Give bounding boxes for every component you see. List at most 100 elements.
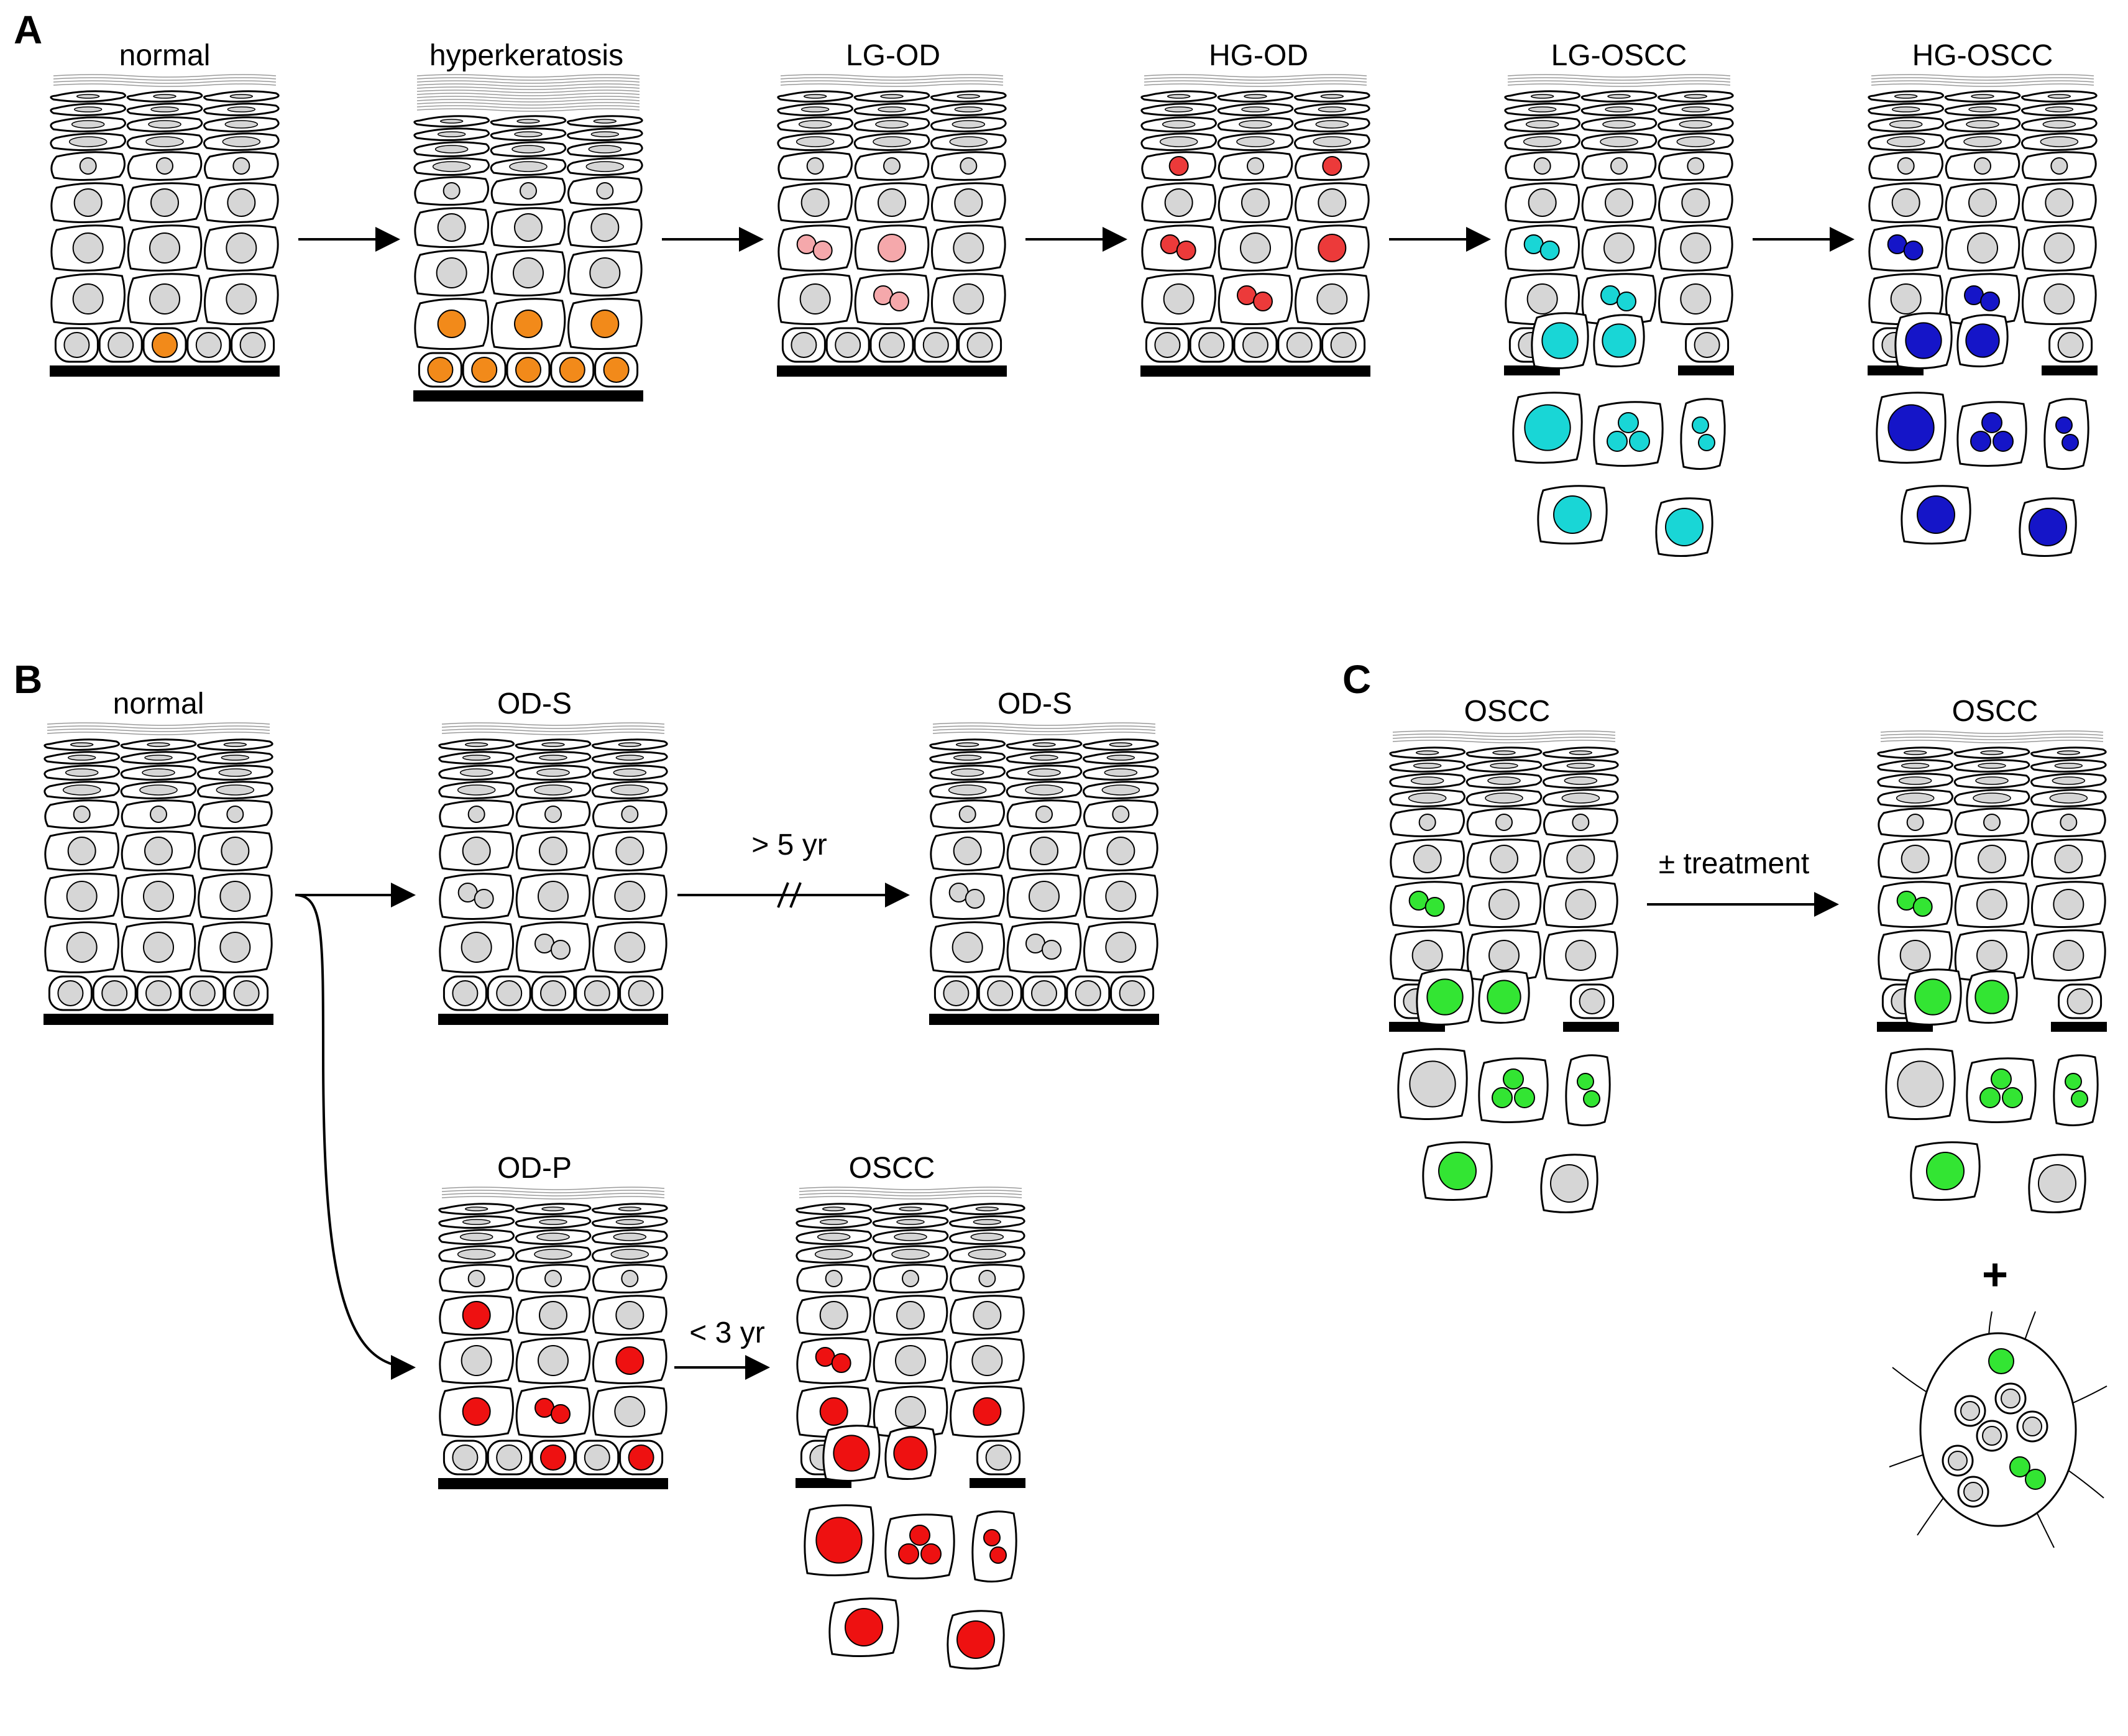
- cell-nucleus: [1241, 188, 1270, 217]
- squamous-nucleus: [2042, 120, 2076, 129]
- stage-title-b-od-p: OD-P: [497, 1152, 572, 1185]
- squamous-nucleus: [1607, 94, 1631, 99]
- tissue-c-oscc-1: [1389, 730, 1619, 1214]
- cell-nucleus: [954, 188, 983, 217]
- cell-nucleus: [2043, 232, 2075, 264]
- invading-nucleus: [833, 1435, 870, 1472]
- squamous-nucleus: [457, 1249, 496, 1260]
- basal-nucleus: [985, 1444, 1012, 1471]
- panel-letter-c: C: [1342, 657, 1371, 702]
- basement-membrane: [2051, 1022, 2107, 1032]
- stage-title-c-oscc-1: OSCC: [1464, 695, 1551, 728]
- cell-nucleus: [149, 232, 180, 264]
- basal-nucleus: [452, 980, 479, 1006]
- cell-nucleus: [67, 837, 96, 865]
- basal-nucleus: [966, 332, 993, 358]
- squamous-nucleus: [2052, 776, 2086, 785]
- squamous-nucleus: [511, 145, 545, 154]
- squamous-nucleus: [1030, 755, 1058, 761]
- atypical-nucleus: [1322, 156, 1342, 176]
- keratin-layer: [1871, 83, 2094, 87]
- cluster-green-nucleus: [1988, 1348, 2014, 1374]
- invading-nucleus: [1426, 978, 1464, 1016]
- squamous-nucleus: [618, 742, 642, 747]
- squamous-nucleus: [817, 1233, 851, 1241]
- keratin-layer: [799, 1196, 1022, 1200]
- squamous-nucleus: [73, 106, 103, 113]
- arrow-b-curve: [295, 894, 416, 1380]
- squamous-nucleus: [1975, 776, 2009, 785]
- squamous-nucleus: [973, 1219, 1002, 1225]
- cell-nucleus: [1967, 232, 1998, 264]
- invading-nucleus: [983, 1529, 1001, 1546]
- cell-nucleus: [467, 806, 485, 823]
- basal-nucleus: [791, 332, 817, 358]
- keratin-layer: [441, 1196, 665, 1200]
- cell-nucleus: [1163, 283, 1195, 315]
- cell-nucleus: [1490, 845, 1518, 873]
- cell-nucleus: [436, 257, 467, 288]
- cluster-green-nucleus: [2025, 1469, 2046, 1490]
- cell-nucleus: [1680, 283, 1712, 315]
- squamous-nucleus: [1569, 750, 1593, 755]
- cell-nucleus: [973, 1301, 1002, 1330]
- squamous-nucleus: [1485, 792, 1523, 804]
- invading-nucleus: [920, 1543, 942, 1564]
- cell-nucleus: [1680, 232, 1712, 264]
- keratin-layer: [1880, 740, 2104, 743]
- invading-nucleus: [1692, 416, 1709, 434]
- cell-nucleus: [1411, 940, 1443, 971]
- basal-nucleus: [1694, 332, 1720, 358]
- keratin-layer: [780, 83, 1004, 87]
- invading-nucleus: [1577, 1073, 1594, 1090]
- cell-nucleus: [1978, 845, 2006, 873]
- stage-title-a-hg-od: HG-OD: [1209, 39, 1308, 72]
- squamous-nucleus: [1889, 120, 1923, 129]
- squamous-nucleus: [1523, 136, 1562, 147]
- squamous-nucleus: [610, 1249, 649, 1260]
- invading-nucleus: [1607, 431, 1628, 452]
- basement-membrane: [44, 1014, 273, 1025]
- cell-nucleus: [614, 881, 646, 912]
- invading-nucleus: [1981, 412, 2002, 433]
- squamous-nucleus: [894, 1233, 927, 1241]
- cell-nucleus: [144, 837, 173, 865]
- cell-nucleus: [539, 837, 567, 865]
- cell-nucleus: [1105, 932, 1137, 963]
- cell-nucleus: [2054, 845, 2083, 873]
- squamous-nucleus: [970, 1233, 1004, 1241]
- arrow-b-2-break-1: [777, 882, 789, 908]
- cell-nucleus: [1418, 814, 1436, 831]
- basal-nucleus: [540, 980, 566, 1006]
- squamous-nucleus: [227, 106, 256, 113]
- squamous-nucleus: [218, 768, 252, 777]
- squamous-nucleus: [1027, 768, 1061, 777]
- squamous-nucleus: [223, 742, 247, 747]
- cell-nucleus: [819, 1301, 848, 1330]
- squamous-nucleus: [613, 768, 647, 777]
- invading-nucleus: [2002, 1087, 2023, 1108]
- cell-nucleus: [1316, 283, 1348, 315]
- basal-nucleus: [57, 980, 84, 1006]
- squamous-nucleus: [148, 120, 181, 129]
- squamous-nucleus: [956, 94, 981, 99]
- invading-cell: [1565, 1054, 1611, 1126]
- squamous-nucleus: [1159, 136, 1198, 147]
- atypical-nucleus: [812, 241, 833, 260]
- squamous-nucleus: [880, 94, 904, 99]
- cell-nucleus: [150, 806, 167, 823]
- squamous-nucleus: [590, 131, 620, 137]
- basal-nucleus: [108, 332, 134, 358]
- atypical-nucleus: [1318, 234, 1347, 262]
- cell-nucleus: [538, 881, 569, 912]
- invading-nucleus: [1914, 978, 1951, 1016]
- tissue-c-oscc-2: [1877, 730, 2107, 1214]
- invading-nucleus: [893, 1436, 928, 1471]
- cell-nucleus: [73, 806, 91, 823]
- atypical-nucleus: [1424, 897, 1445, 917]
- atypical-nucleus: [1980, 292, 2000, 311]
- invading-cell: [1956, 401, 2027, 467]
- cell-nucleus: [1105, 881, 1137, 912]
- stage-title-b-oscc: OSCC: [849, 1152, 935, 1185]
- squamous-nucleus: [536, 768, 570, 777]
